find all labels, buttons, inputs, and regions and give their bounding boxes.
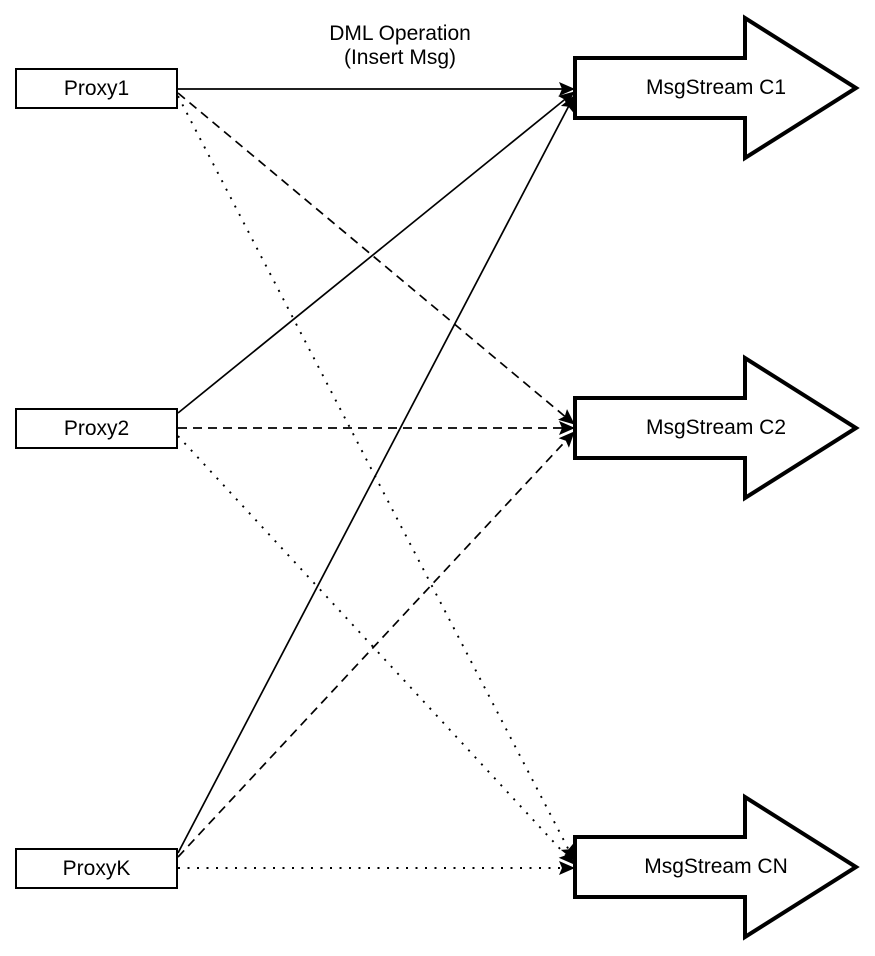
proxy1-box: Proxy1 [15, 68, 178, 109]
proxyk-label: ProxyK [62, 856, 131, 880]
msgstream-c1-label: MsgStream C1 [645, 76, 787, 99]
msgstream-c1-arrow-shape [573, 14, 860, 162]
dml-operation-annotation-line2: (Insert Msg) [343, 46, 456, 69]
msgstream-cn-arrow-shape [573, 793, 860, 941]
proxy2-label: Proxy2 [63, 416, 130, 440]
msgstream-c2-label: MsgStream C2 [645, 416, 787, 439]
connector-proxy1-to-cn [177, 95, 575, 861]
connector-proxy2-to-c1 [177, 91, 575, 414]
connector-proxy1-to-c2 [177, 92, 575, 425]
msgstream-cn-label: MsgStream CN [644, 855, 788, 878]
dml-operation-annotation-line1: DML Operation [329, 22, 471, 45]
proxyk-box: ProxyK [15, 848, 178, 889]
proxy2-box: Proxy2 [15, 408, 178, 449]
connector-proxyk-to-c1 [177, 95, 575, 854]
proxy1-label: Proxy1 [63, 76, 130, 100]
connector-proxy2-to-cn [177, 435, 575, 865]
dml-operation-annotation: DML Operation (Insert Msg) [250, 22, 550, 70]
msgstream-c2-arrow-shape [573, 354, 860, 502]
connector-proxyk-to-c2 [177, 431, 575, 858]
